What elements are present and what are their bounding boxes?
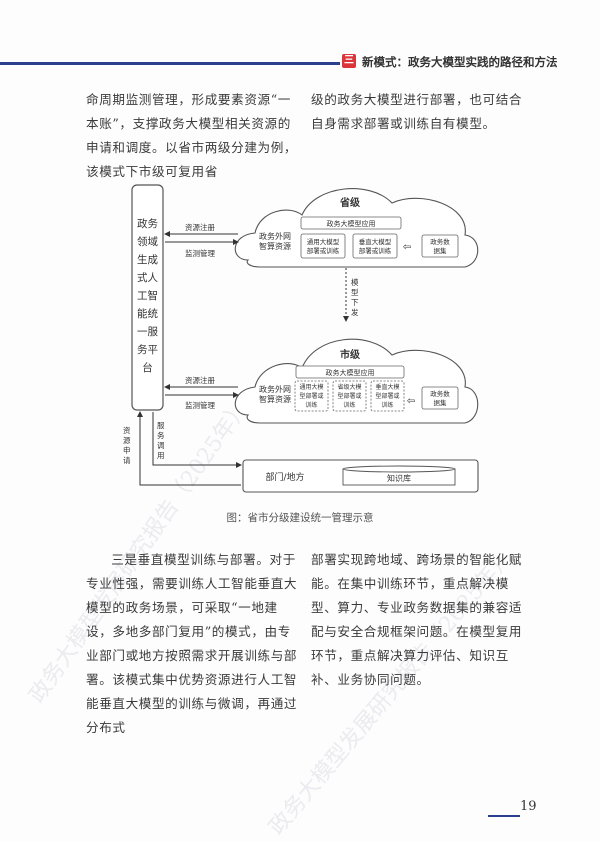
distribute-label: 模 型 下 发: [351, 277, 359, 317]
svg-text:务: 务: [157, 430, 165, 440]
arrow-left-icon: ⇦: [407, 396, 415, 407]
province-app: 政务大模型应用: [327, 219, 376, 228]
header-rule: [0, 62, 340, 65]
svg-text:下: 下: [351, 298, 359, 307]
platform-label: 政务 领域 生成 式人 工智 能统 一服 务平 台: [137, 217, 158, 374]
svg-text:资: 资: [123, 425, 131, 435]
province-compute: 智算资源: [259, 241, 291, 251]
city-dataset: 据集: [434, 398, 448, 407]
svg-text:领域: 领域: [137, 235, 158, 248]
service-label: 服 务 调 用: [157, 421, 165, 460]
svg-text:省级大模: 省级大模: [337, 383, 361, 391]
bottom-right-paragraph: 部署实现跨地域、跨场景的智能化赋能。在集中训练环节，重点解决模型、算力、专业政务…: [311, 548, 523, 692]
province-general: 部署或训练: [307, 246, 340, 255]
province-general: 通用大模型: [307, 237, 340, 246]
svg-text:请: 请: [123, 455, 131, 465]
section-badge: 三: [342, 54, 356, 68]
running-header-title: 新模式：政务大模型实践的路径和方法: [362, 55, 558, 69]
svg-text:垂直大模: 垂直大模: [375, 383, 399, 391]
svg-text:型部署或: 型部署或: [375, 392, 399, 400]
svg-text:工智: 工智: [137, 289, 158, 302]
city-compute: 政务外网: [259, 384, 291, 394]
page-number: 19: [520, 799, 537, 814]
register-label: 资源注册: [185, 222, 215, 232]
arrow-left-icon: ⇦: [403, 242, 411, 253]
province-city-diagram: 政务 领域 生成 式人 工智 能统 一服 务平 台 省级 政务外网 智算资源 政…: [123, 184, 479, 493]
svg-text:服: 服: [157, 421, 165, 430]
service-arrow: [152, 412, 242, 468]
figure-caption: 图：省市分级建设统一管理示意: [226, 512, 374, 524]
svg-text:一服: 一服: [137, 326, 158, 338]
svg-text:训练: 训练: [381, 401, 393, 409]
province-vertical: 垂直大模型: [359, 237, 392, 246]
svg-text:生成: 生成: [137, 253, 158, 266]
svg-text:用: 用: [157, 451, 165, 460]
city-app: 政务大模型应用: [326, 368, 375, 377]
province-compute: 政务外网: [259, 231, 291, 241]
city-compute: 智算资源: [259, 394, 291, 404]
paragraph-text: 部署实现跨地域、跨场景的智能化赋能。在集中训练环节，重点解决模型、算力、专业政务…: [311, 552, 523, 687]
province-dataset: 据集: [434, 246, 448, 255]
top-left-paragraph: 命周期监测管理，形成要素资源“一本账”，支撑政务大模型相关资源的申请和调度。以省…: [86, 88, 298, 184]
monitor-label: 监测管理: [185, 248, 215, 258]
province-app-box: [300, 216, 402, 230]
city-app-box: [295, 365, 405, 379]
department-label: 部门/地方: [265, 471, 304, 483]
svg-text:发: 发: [351, 307, 359, 317]
paragraph-text: 级的政务大模型进行部署，也可结合自身需求部署或训练自有模型。: [311, 92, 523, 131]
svg-text:源: 源: [123, 436, 131, 445]
svg-text:型部署或: 型部署或: [337, 392, 361, 400]
top-right-paragraph: 级的政务大模型进行部署，也可结合自身需求部署或训练自有模型。: [311, 88, 523, 136]
city-dataset-box: [421, 386, 459, 410]
svg-text:能统: 能统: [137, 307, 158, 320]
svg-text:通用大模: 通用大模: [299, 383, 323, 391]
svg-text:型: 型: [351, 288, 359, 297]
apply-arrow: [137, 411, 241, 486]
database-icon: [342, 465, 456, 486]
apply-label: 资 源 申 请: [123, 425, 131, 465]
svg-text:台: 台: [142, 361, 153, 374]
city-dataset: 政务数: [430, 389, 450, 398]
bottom-left-paragraph: 三是垂直模型训练与部署。对于专业性强，需要训练人工智能垂直大模型的政务场景，可采…: [86, 548, 298, 740]
province-vertical: 部署或训练: [359, 246, 392, 255]
svg-text:训练: 训练: [343, 401, 355, 409]
svg-text:政务: 政务: [137, 217, 158, 230]
svg-text:型部署或: 型部署或: [299, 392, 323, 400]
svg-text:训练: 训练: [305, 401, 317, 409]
svg-text:模: 模: [351, 277, 359, 287]
monitor-label: 监测管理: [185, 400, 215, 410]
platform-box: [131, 184, 164, 411]
page-number-rule: [488, 815, 520, 817]
svg-text:务平: 务平: [137, 343, 158, 356]
svg-text:式人: 式人: [137, 271, 158, 284]
paragraph-text: 命周期监测管理，形成要素资源“一本账”，支撑政务大模型相关资源的申请和调度。以省…: [86, 92, 298, 179]
province-general-box: [300, 233, 346, 259]
province-title: 省级: [339, 196, 361, 209]
province-vertical-box: [352, 233, 398, 259]
province-dataset-box: [421, 234, 459, 258]
city-model-boxes: 通用大模 型部署或 训练 省级大模 型部署或 训练 垂直大模 型部署或 训练: [294, 380, 405, 412]
svg-text:申: 申: [123, 445, 131, 455]
city-title: 市级: [340, 348, 361, 361]
knowledge-base-label: 知识库: [387, 473, 411, 483]
paragraph-text: 三是垂直模型训练与部署。对于专业性强，需要训练人工智能垂直大模型的政务场景，可采…: [86, 552, 298, 735]
register-label: 资源注册: [185, 375, 215, 385]
province-dataset: 政务数: [430, 237, 450, 246]
svg-text:调: 调: [157, 441, 165, 450]
